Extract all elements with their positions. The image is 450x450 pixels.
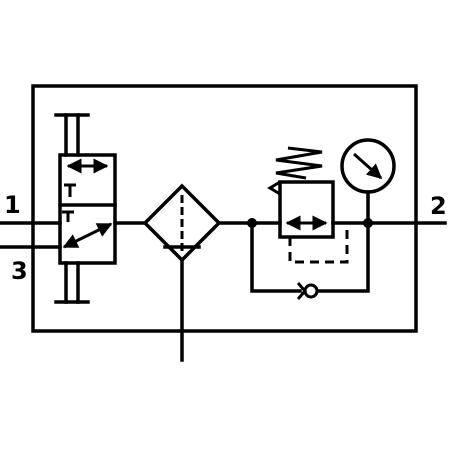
unit-enclosure xyxy=(31,84,418,333)
port-1-label: 1 xyxy=(4,191,21,219)
check-valve-icon xyxy=(250,221,370,300)
filter-separator-icon xyxy=(142,183,222,362)
pressure-gauge-icon xyxy=(340,138,396,225)
port-2-label: 2 xyxy=(430,192,447,220)
shutoff-valve-icon xyxy=(54,113,117,304)
pressure-regulator-icon xyxy=(267,146,349,264)
port-3-label: 3 xyxy=(11,257,28,285)
